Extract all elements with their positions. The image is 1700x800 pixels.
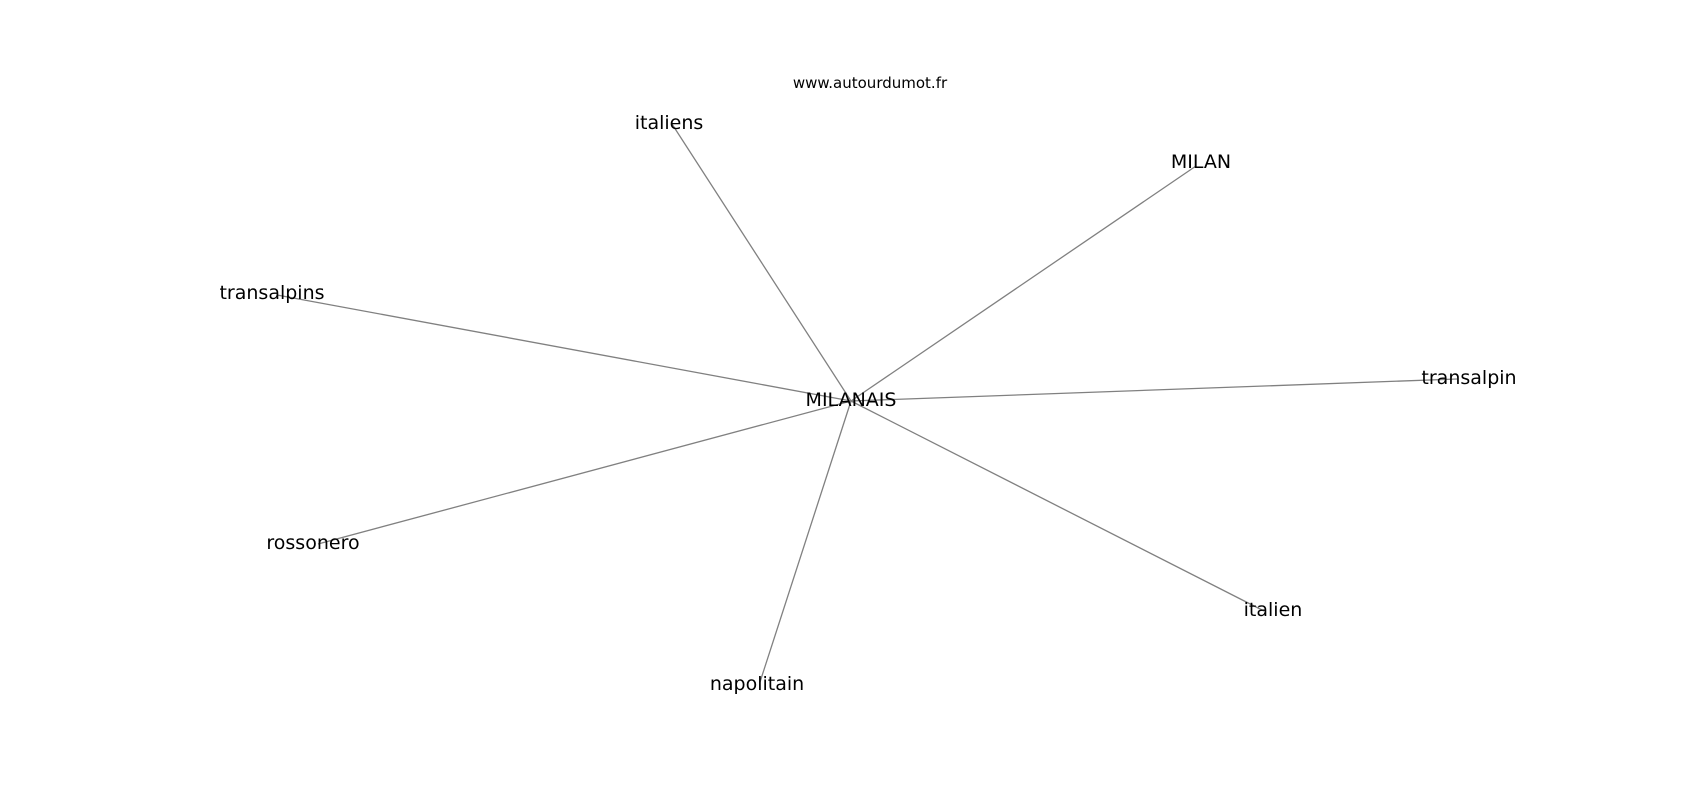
node-label-italien[interactable]: italien bbox=[1244, 599, 1303, 621]
edge-transalpins bbox=[276, 294, 852, 402]
watermark-text: www.autourdumot.fr bbox=[793, 74, 948, 92]
node-label-transalpin[interactable]: transalpin bbox=[1421, 367, 1516, 389]
edge-italien bbox=[850, 400, 1265, 612]
node-label-rossonero[interactable]: rossonero bbox=[266, 532, 359, 554]
edge-milan bbox=[850, 165, 1197, 402]
node-label-milan[interactable]: MILAN bbox=[1171, 151, 1231, 173]
node-label-napolitain[interactable]: napolitain bbox=[710, 673, 804, 695]
node-label-center[interactable]: MILANAIS bbox=[806, 389, 897, 411]
edge-napolitain bbox=[759, 400, 852, 683]
node-label-italiens[interactable]: italiens bbox=[635, 112, 704, 134]
edge-transalpin bbox=[850, 378, 1458, 402]
graph-labels: www.autourdumot.fr MILANAIS italiens MIL… bbox=[219, 74, 1516, 695]
node-label-transalpins[interactable]: transalpins bbox=[219, 282, 324, 304]
graph-edges bbox=[276, 123, 1458, 683]
edge-italiens bbox=[671, 123, 852, 402]
edge-rossonero bbox=[317, 400, 852, 545]
